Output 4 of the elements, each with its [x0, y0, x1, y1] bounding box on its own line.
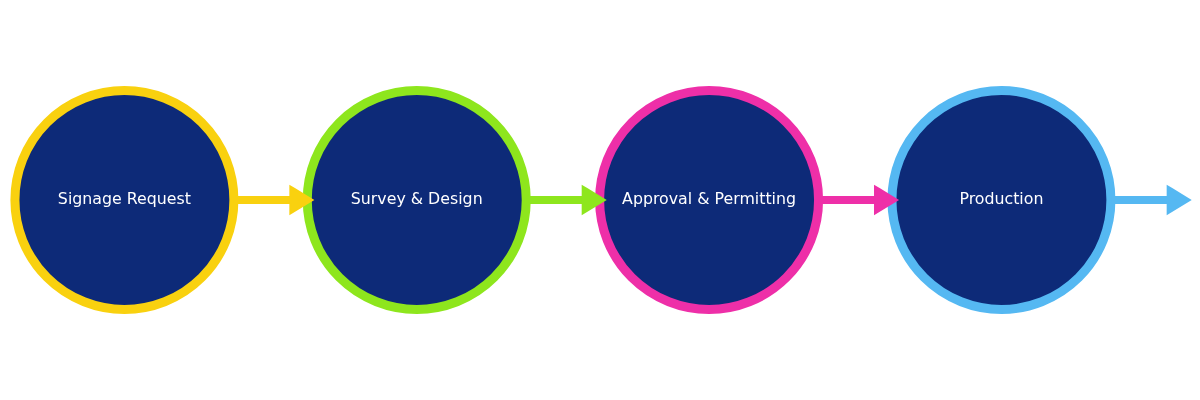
node-circle: Signage Request	[10, 86, 239, 314]
node-circle: Production	[887, 86, 1116, 314]
node-circle: Survey & Design	[302, 86, 531, 314]
node-circle: Approval & Permitting	[595, 86, 824, 314]
